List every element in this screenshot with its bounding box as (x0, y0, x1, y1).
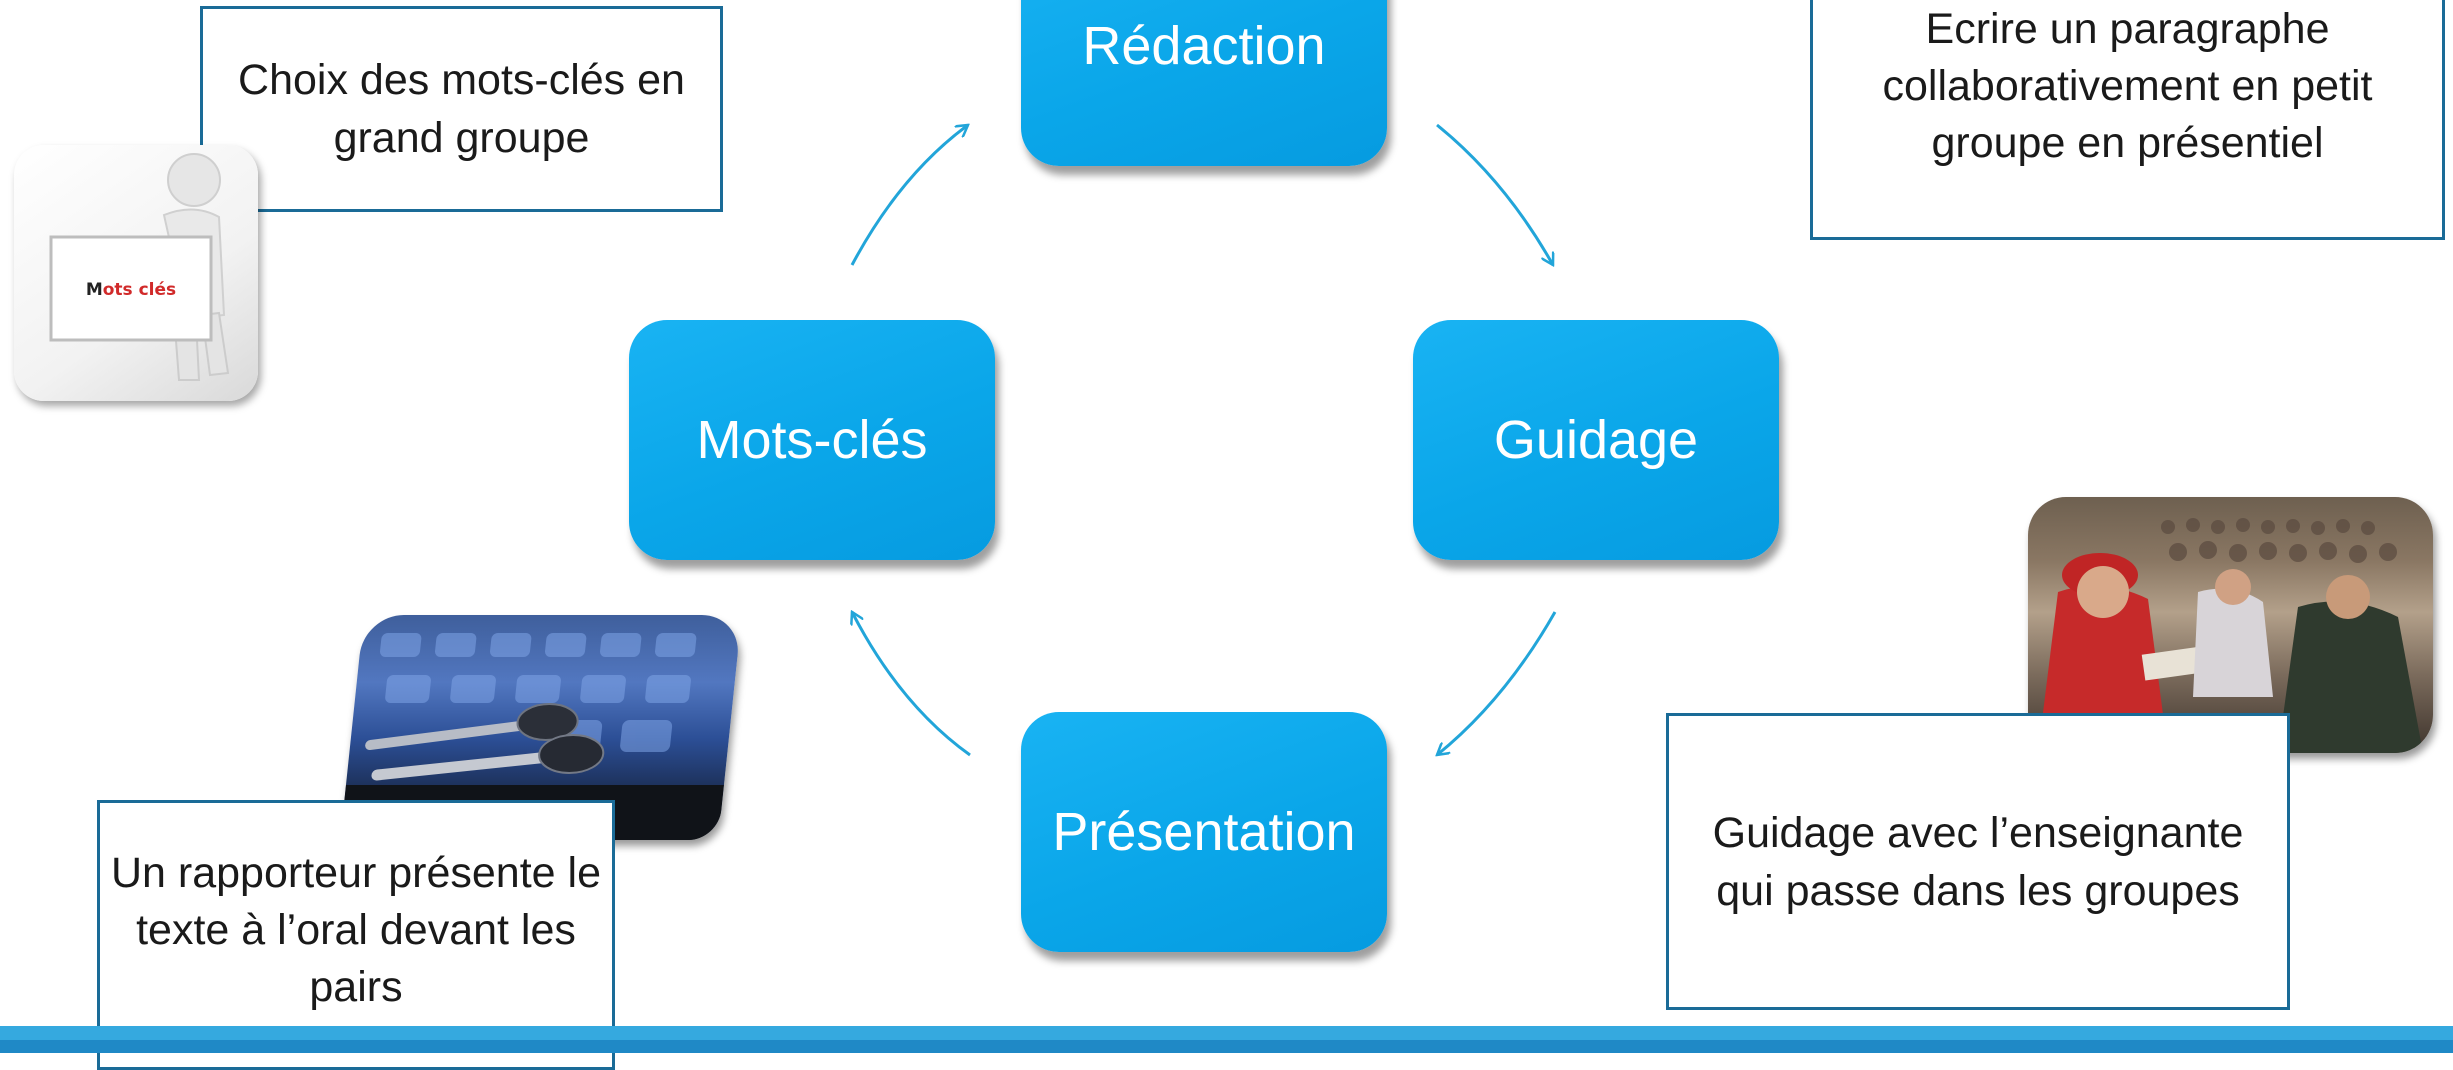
arrow-guidage-to-presentation (1437, 611, 1557, 755)
cycle-node-redaction: Rédaction (1021, 0, 1387, 166)
classroom-image (2028, 497, 2433, 753)
note-text: Choix des mots-clés en grand groupe (238, 56, 685, 162)
note-guidage: Guidage avec l’enseignante qui passe dan… (1666, 713, 2290, 1010)
cycle-node-label: Rédaction (1082, 16, 1326, 76)
note-text: Ecrire un paragraphe collaborativement e… (1882, 5, 2373, 167)
cycle-node-presentation: Présentation (1021, 712, 1387, 952)
cycle-node-guidage: Guidage (1413, 320, 1779, 560)
note-mots-cles: Choix des mots-clés en grand groupe (200, 6, 723, 212)
arrow-motscles-to-redaction (850, 125, 968, 266)
keywords-sign-image: Mots clés (14, 145, 258, 401)
note-redaction: Ecrire un paragraphe collaborativement e… (1810, 0, 2445, 240)
note-text: Guidage avec l’enseignante qui passe dan… (1712, 808, 2244, 915)
footer-band-light (0, 1026, 2453, 1040)
note-presentation: Un rapporteur présente le texte à l’oral… (97, 800, 615, 1070)
keywords-sign-text: Mots clés (86, 280, 176, 300)
cycle-node-label: Présentation (1052, 802, 1356, 862)
cycle-node-mots-cles: Mots-clés (629, 320, 995, 560)
arrow-redaction-to-guidage (1436, 123, 1553, 265)
footer-band-dark (0, 1040, 2453, 1053)
cycle-node-label: Guidage (1493, 410, 1699, 470)
note-text: Un rapporteur présente le texte à l’oral… (110, 849, 601, 1011)
arrow-presentation-to-motscles (852, 612, 971, 757)
cycle-node-label: Mots-clés (696, 410, 928, 470)
